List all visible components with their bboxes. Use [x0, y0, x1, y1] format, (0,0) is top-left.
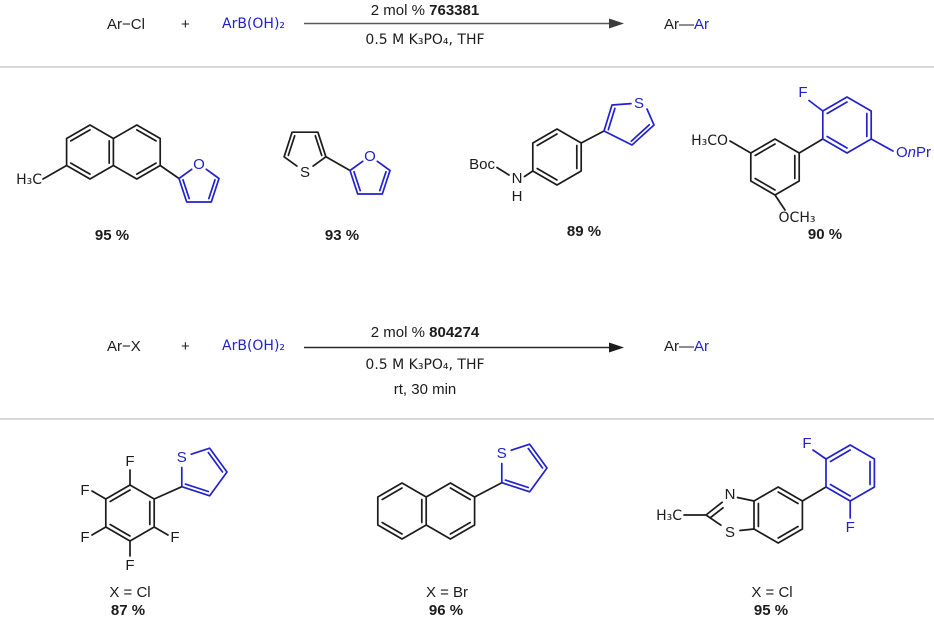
- boc-label: Boc: [469, 156, 495, 173]
- structure-pentafluorophenyl-thiophene: F F F F F S: [80, 447, 228, 574]
- product-ar-right: Ar: [694, 16, 709, 33]
- methoxy-label-bottom: OCH₃: [779, 210, 816, 226]
- scheme1-catalyst-number: 763381: [429, 2, 480, 19]
- methyl-label: H₃C: [656, 508, 682, 524]
- yield-label-4: 90 %: [807, 226, 843, 243]
- halide-label-1: X = Cl: [109, 584, 151, 601]
- fluorine-label: F: [846, 519, 855, 536]
- sulfur-label: S: [300, 164, 310, 181]
- product-ar-left: Ar: [664, 338, 679, 355]
- fluorine-label: F: [80, 529, 89, 546]
- product-ar-right: Ar: [694, 338, 709, 355]
- product-ar-left: Ar: [664, 16, 679, 33]
- scheme2-catalyst-line: 2 mol % 804274: [275, 324, 575, 341]
- nitrogen-label: N: [725, 486, 736, 503]
- methoxy-label-top: H₃CO: [691, 133, 728, 149]
- yield-label-1: 95 %: [94, 227, 130, 244]
- product-bond: —: [679, 338, 694, 355]
- yield-label-6: 96 %: [428, 602, 464, 619]
- structure-methylnaphthalenyl-furan: H₃C O: [16, 124, 220, 203]
- sulfur-label: S: [177, 449, 187, 466]
- structure-naphthalenyl-thiophene: S: [376, 443, 548, 540]
- structure-thienyl-furan: S O: [283, 131, 391, 195]
- product-bond: —: [679, 16, 694, 33]
- scheme2-product: Ar—Ar: [664, 338, 709, 355]
- fluorine-label: F: [80, 482, 89, 499]
- structure-boc-aminophenyl-thiophene: Boc N H S: [469, 95, 655, 205]
- scheme2-boronic-acid: ArB(OH)₂: [222, 338, 286, 354]
- yield-label-5: 87 %: [110, 602, 146, 619]
- scheme1-plus: +: [181, 16, 190, 33]
- section-divider-1: [0, 66, 934, 68]
- halide-label-2: X = Br: [425, 584, 469, 601]
- structure-dimethoxybiphenyl-fluoro-propoxy: H₃CO OCH₃ F OnPr: [691, 84, 931, 226]
- reaction-arrow-2: [304, 342, 624, 353]
- sulfur-label: S: [634, 95, 644, 112]
- yield-label-7: 95 %: [753, 602, 789, 619]
- scheme1-catalyst-loading: 2 mol %: [370, 2, 425, 19]
- methyl-label: H₃C: [16, 172, 42, 188]
- fluorine-label: F: [125, 453, 134, 470]
- scheme2-catalyst-loading: 2 mol %: [370, 324, 425, 341]
- scheme2-catalyst-number: 804274: [429, 324, 480, 341]
- oxygen-label: O: [364, 148, 376, 165]
- fluorine-label: F: [125, 557, 134, 574]
- fluorine-label: F: [798, 84, 807, 101]
- yield-label-2: 93 %: [324, 227, 360, 244]
- arrowhead-icon: [609, 342, 624, 353]
- oxygen-label: O: [193, 156, 205, 173]
- structure-methylbenzothiazolyl-difluorophenyl: H₃C N S F F: [656, 435, 876, 544]
- sulfur-label: S: [497, 445, 507, 462]
- fluorine-label: F: [802, 435, 811, 452]
- scheme1-aryl-halide: Ar−Cl: [107, 16, 145, 33]
- arrowhead-icon: [609, 18, 624, 29]
- fluorine-label: F: [170, 529, 179, 546]
- reaction-arrow-1: [304, 18, 624, 29]
- scheme1-catalyst-line: 2 mol % 763381: [275, 2, 575, 19]
- scheme2-conditions-line2: rt, 30 min: [393, 381, 457, 398]
- scheme2-aryl-halide: Ar−X: [107, 338, 141, 355]
- halide-label-3: X = Cl: [751, 584, 793, 601]
- propoxy-label: OnPr: [896, 144, 931, 161]
- scheme2-plus: +: [181, 338, 190, 355]
- scheme2-conditions: 0.5 M K₃PO₄, THF: [365, 357, 485, 373]
- section-divider-2: [0, 418, 934, 420]
- nh-hydrogen-label: H: [512, 188, 523, 205]
- scheme1-product: Ar—Ar: [664, 16, 709, 33]
- nitrogen-label: N: [512, 170, 523, 187]
- scheme1-conditions: 0.5 M K₃PO₄, THF: [365, 32, 485, 48]
- sulfur-label: S: [725, 524, 735, 541]
- yield-label-3: 89 %: [566, 223, 602, 240]
- scheme1-boronic-acid: ArB(OH)₂: [222, 16, 286, 32]
